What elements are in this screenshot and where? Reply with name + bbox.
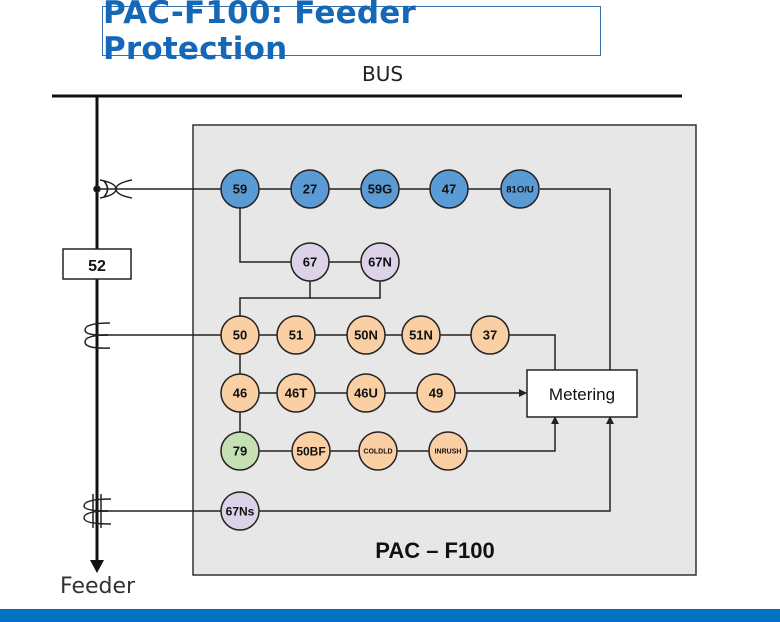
relay-59[interactable]: 59 [220, 169, 260, 209]
relay-67[interactable]: 67 [290, 242, 330, 282]
relay-label: 50 [233, 328, 247, 343]
relay-circle [360, 169, 400, 209]
relay-label: 37 [483, 328, 497, 343]
device-label: PAC – F100 [375, 538, 494, 563]
relay-50n[interactable]: 50N [346, 315, 386, 355]
bus-label: BUS [362, 62, 404, 86]
relay-circle [429, 169, 469, 209]
breaker-52-label: 52 [88, 258, 106, 275]
relay-label: 67N [368, 255, 392, 270]
breaker-52[interactable] [62, 248, 132, 280]
relay-label: 27 [303, 182, 317, 197]
current-transformer-icon [84, 322, 111, 349]
relay-46u[interactable]: 46U [346, 373, 386, 413]
relay-50[interactable]: 50 [220, 315, 260, 355]
relay-circle [401, 315, 441, 355]
relay-label: 50BF [296, 444, 325, 458]
relay-51[interactable]: 51 [276, 315, 316, 355]
relay-67ns[interactable]: 67Ns [220, 491, 260, 531]
feeder-label: Feeder [60, 574, 136, 599]
relay-circle [416, 373, 456, 413]
relay-label: 47 [442, 182, 456, 197]
relay-27[interactable]: 27 [290, 169, 330, 209]
metering-label: Metering [549, 385, 615, 404]
relay-inrush[interactable]: INRUSH [428, 431, 468, 471]
relay-elements: 59 27 59G 47 81O/U 67 67N 50 51 50N 51N 37 46 46T 46U 4… [220, 169, 540, 531]
relay-label: 46 [233, 386, 247, 401]
relay-79[interactable]: 79 [220, 431, 260, 471]
relay-label: 50N [354, 328, 378, 343]
relay-label: 67Ns [226, 504, 255, 518]
relay-67n[interactable]: 67N [360, 242, 400, 282]
metering-box[interactable] [526, 369, 638, 418]
relay-label: 49 [429, 386, 443, 401]
relay-circle [290, 169, 330, 209]
relay-59g[interactable]: 59G [360, 169, 400, 209]
relay-circle [220, 315, 260, 355]
relay-label: 46U [354, 386, 378, 401]
relay-label: 59 [233, 182, 247, 197]
relay-circle [360, 242, 400, 282]
relay-circle [470, 315, 510, 355]
relay-label: INRUSH [435, 449, 462, 456]
relay-circle [290, 242, 330, 282]
relay-label: 51 [289, 328, 303, 343]
relay-46[interactable]: 46 [220, 373, 260, 413]
relay-label: 59G [368, 182, 393, 197]
relay-coldld[interactable]: COLDLD [358, 431, 398, 471]
relay-49[interactable]: 49 [416, 373, 456, 413]
relay-circle [291, 431, 331, 471]
relay-37[interactable]: 37 [470, 315, 510, 355]
relay-label: 81O/U [506, 184, 534, 195]
relay-circle [346, 373, 386, 413]
relay-circle [220, 373, 260, 413]
title-box: PAC-F100: Feeder Protection [102, 0, 601, 67]
relay-label: 79 [233, 444, 247, 459]
relay-circle [346, 315, 386, 355]
relay-circle [276, 373, 316, 413]
relay-label: 51N [409, 328, 433, 343]
relay-circle [500, 169, 540, 209]
page-title: PAC-F100: Feeder Protection [103, 0, 416, 67]
relay-46t[interactable]: 46T [276, 373, 316, 413]
relay-51n[interactable]: 51N [401, 315, 441, 355]
footer-bar [0, 609, 780, 622]
feeder-arrow-icon [90, 560, 104, 573]
relay-47[interactable]: 47 [429, 169, 469, 209]
relay-label: 67 [303, 255, 317, 270]
relay-50bf[interactable]: 50BF [291, 431, 331, 471]
relay-circle [428, 431, 468, 471]
relay-circle [220, 491, 260, 531]
relay-circle [220, 431, 260, 471]
relay-label: COLDLD [363, 449, 392, 456]
relay-circle [276, 315, 316, 355]
relay-label: 46T [285, 386, 307, 401]
relay-81o-u[interactable]: 81O/U [500, 169, 540, 209]
relay-circle [220, 169, 260, 209]
relay-circle [358, 431, 398, 471]
